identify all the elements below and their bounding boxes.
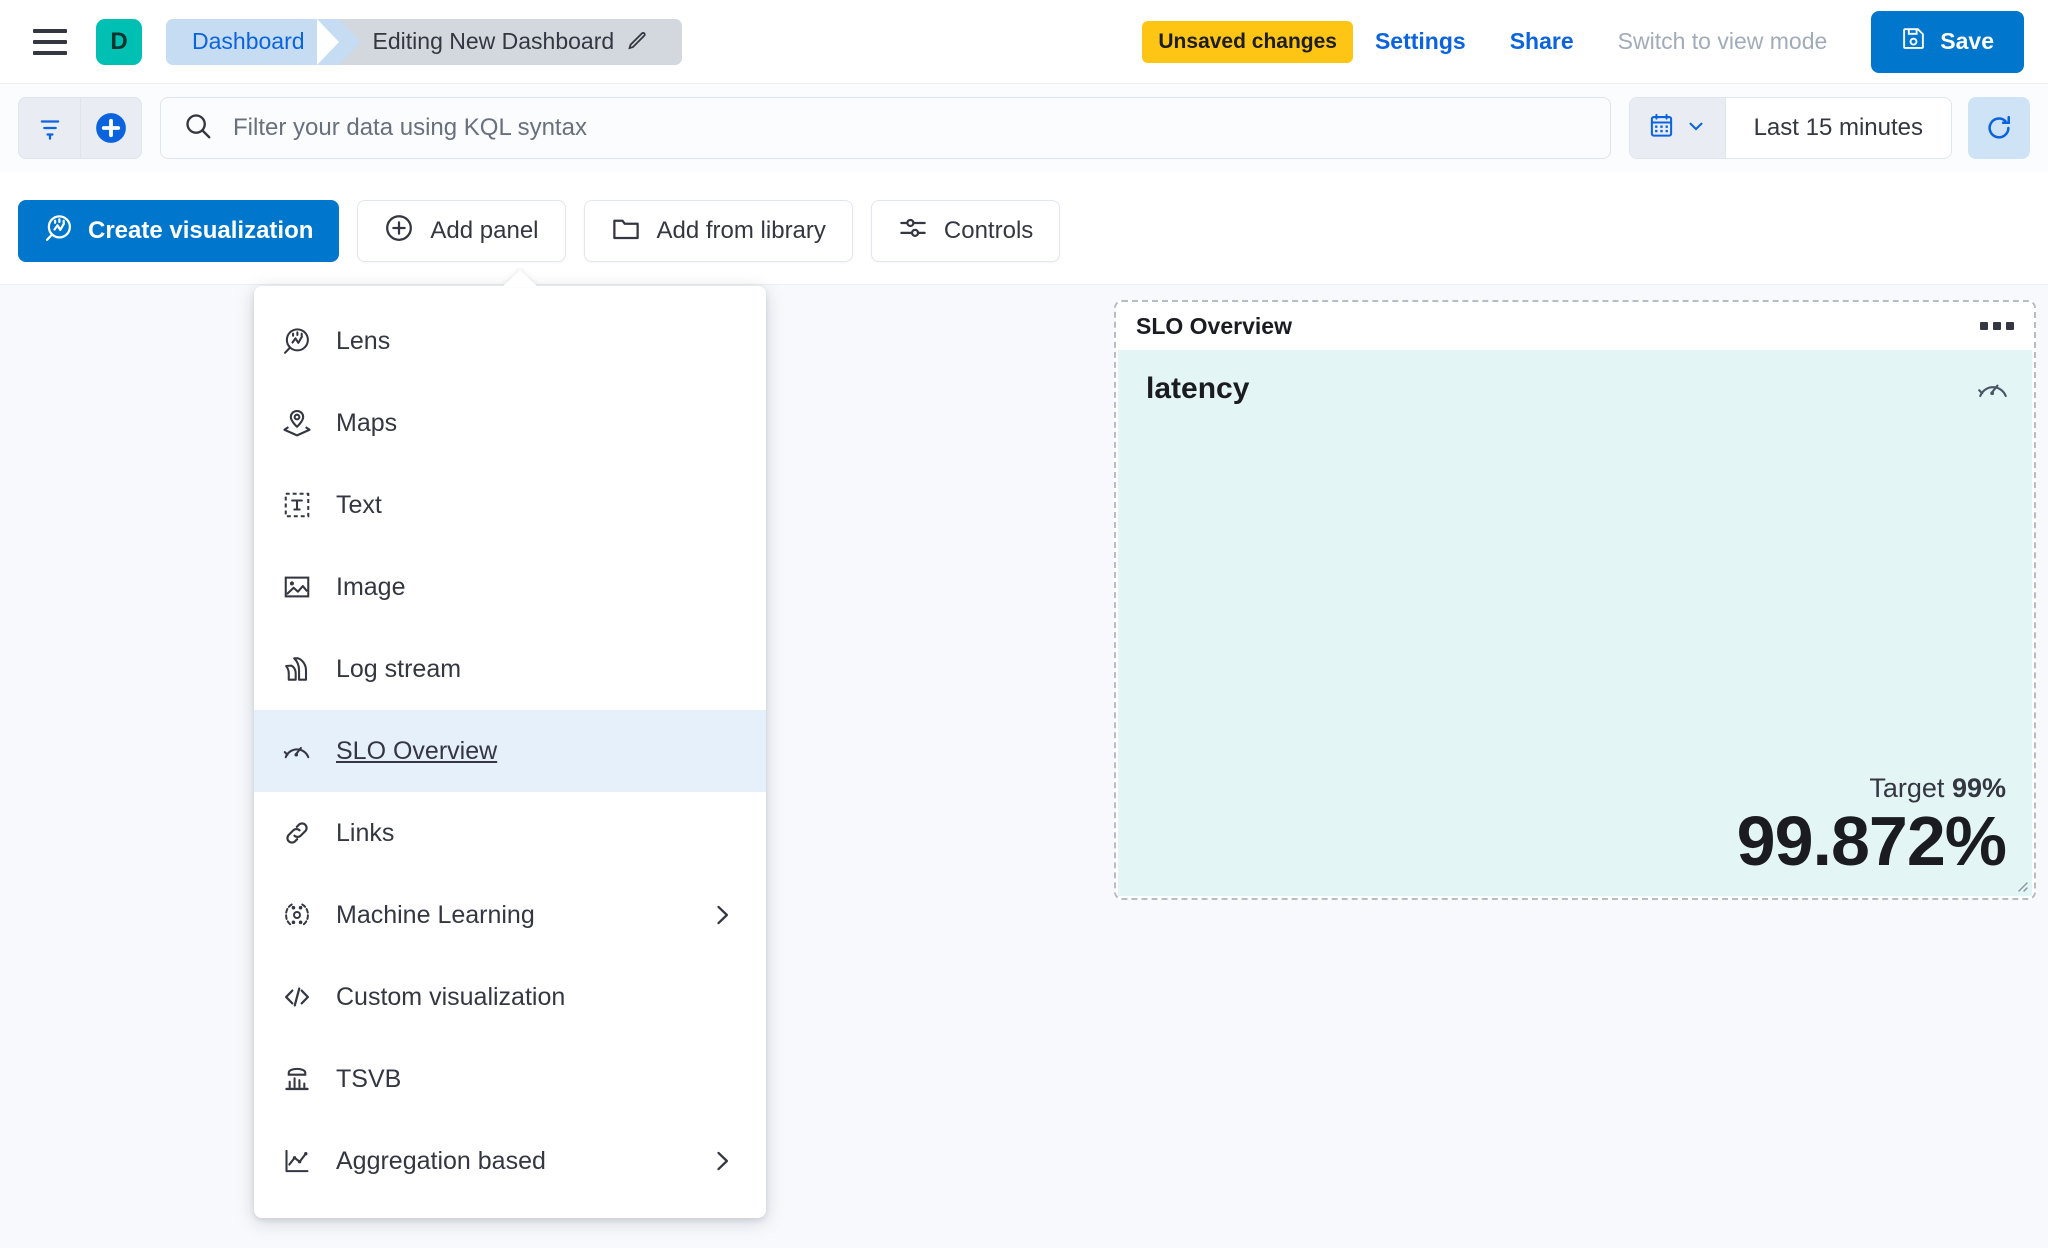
link-chain-icon xyxy=(280,818,314,848)
pencil-icon[interactable] xyxy=(626,31,648,53)
menu-item-lens[interactable]: Lens xyxy=(254,300,766,382)
folder-icon xyxy=(611,213,641,250)
chevron-right-icon xyxy=(708,901,736,929)
menu-item-label: Text xyxy=(336,490,382,519)
save-disk-icon xyxy=(1901,26,1926,57)
menu-item-slo-overview[interactable]: SLO Overview xyxy=(254,710,766,792)
controls-label: Controls xyxy=(943,217,1034,244)
slo-metric-body: latency Target 99% 99.872% xyxy=(1118,350,2032,896)
gauge-icon xyxy=(280,736,314,766)
breadcrumb-dashboard[interactable]: Dashboard xyxy=(166,18,361,65)
search-input[interactable]: Filter your data using KQL syntax xyxy=(160,97,1611,159)
panel-title: SLO Overview xyxy=(1136,312,1292,339)
settings-link[interactable]: Settings xyxy=(1374,28,1466,54)
menu-item-label: Log stream xyxy=(336,654,462,683)
date-quick-select-button[interactable] xyxy=(1629,98,1726,158)
popover-arrow xyxy=(502,270,538,287)
chevron-down-icon xyxy=(1685,115,1707,142)
lens-icon xyxy=(280,326,314,356)
breadcrumb-current-label: Editing New Dashboard xyxy=(372,28,615,54)
log-stream-icon xyxy=(280,654,314,684)
add-from-library-button[interactable]: Add from library xyxy=(583,200,853,262)
menu-item-label: SLO Overview xyxy=(336,736,498,765)
gauge-icon xyxy=(1976,372,2010,411)
calendar-icon xyxy=(1648,112,1675,144)
slo-overview-panel[interactable]: SLO Overview latency Target xyxy=(1114,300,2036,900)
menu-item-label: Lens xyxy=(336,326,391,355)
add-panel-button[interactable]: Add panel xyxy=(357,200,566,262)
menu-item-image[interactable]: Image xyxy=(254,546,766,628)
menu-item-maps[interactable]: Maps xyxy=(254,382,766,464)
status-badge-unsaved: Unsaved changes xyxy=(1142,20,1353,63)
menu-item-label: Links xyxy=(336,818,395,847)
aggregation-line-chart-icon xyxy=(280,1146,314,1176)
save-button-label: Save xyxy=(1940,28,1994,54)
breadcrumb-current[interactable]: Editing New Dashboard xyxy=(316,18,683,65)
maps-pin-layers-icon xyxy=(280,408,314,438)
hamburger-bar xyxy=(33,39,67,44)
tsvb-chart-icon xyxy=(280,1064,314,1094)
menu-item-label: Machine Learning xyxy=(336,900,535,929)
slo-target-label: Target xyxy=(1869,773,1945,804)
time-range-value[interactable]: Last 15 minutes xyxy=(1753,114,1923,141)
menu-item-log-stream[interactable]: Log stream xyxy=(254,628,766,710)
menu-item-label: TSVB xyxy=(336,1064,402,1093)
menu-item-label: Image xyxy=(336,572,406,601)
dot xyxy=(1980,322,1988,330)
dot xyxy=(1993,322,2001,330)
menu-item-links[interactable]: Links xyxy=(254,792,766,874)
lens-icon xyxy=(44,213,74,250)
space-avatar[interactable]: D xyxy=(96,18,142,65)
controls-sliders-icon xyxy=(898,213,928,250)
create-visualization-label: Create visualization xyxy=(88,217,314,244)
machine-learning-icon xyxy=(280,900,314,930)
editor-toolbar: Create visualization Add panel Add from … xyxy=(0,198,2048,264)
create-visualization-button[interactable]: Create visualization xyxy=(18,200,340,262)
panel-options-dots-icon[interactable] xyxy=(1980,322,2014,330)
hamburger-bar xyxy=(33,50,67,55)
slo-metric-name: latency xyxy=(1146,372,1250,405)
add-panel-label: Add panel xyxy=(430,217,539,244)
switch-to-view-mode-link[interactable]: Switch to view mode xyxy=(1617,28,1828,54)
query-bar: Filter your data using KQL syntax xyxy=(0,84,2048,172)
menu-item-label: Aggregation based xyxy=(336,1146,546,1175)
global-header: D Dashboard Editing New Dashboard Unsave… xyxy=(0,0,2048,84)
slo-target: Target 99% xyxy=(1737,773,2006,804)
menu-item-label: Custom visualization xyxy=(336,982,566,1011)
refresh-button[interactable] xyxy=(1968,97,2030,159)
controls-button[interactable]: Controls xyxy=(870,200,1061,262)
menu-item-aggregation-based[interactable]: Aggregation based xyxy=(254,1120,766,1202)
time-picker: Last 15 minutes xyxy=(1628,97,1952,159)
filter-icon[interactable] xyxy=(18,97,80,159)
panel-resize-handle[interactable] xyxy=(2013,877,2029,893)
image-icon xyxy=(280,572,314,602)
text-box-icon xyxy=(280,490,314,520)
search-icon xyxy=(183,111,213,146)
slo-footer: Target 99% 99.872% xyxy=(1736,773,2007,881)
menu-item-tsvb[interactable]: TSVB xyxy=(254,1038,766,1120)
code-brackets-icon xyxy=(280,982,314,1012)
panel-header: SLO Overview xyxy=(1116,302,2034,350)
plus-circle-icon xyxy=(384,213,414,250)
filter-group xyxy=(18,97,142,159)
add-panel-menu: Lens Maps Text xyxy=(254,270,766,1218)
menu-item-machine-learning[interactable]: Machine Learning xyxy=(254,874,766,956)
add-filter-button[interactable] xyxy=(80,97,142,159)
breadcrumb: Dashboard Editing New Dashboard xyxy=(166,18,683,65)
menu-item-custom-visualization[interactable]: Custom visualization xyxy=(254,956,766,1038)
share-link[interactable]: Share xyxy=(1509,28,1574,54)
menu-item-text[interactable]: Text xyxy=(254,464,766,546)
add-from-library-label: Add from library xyxy=(656,217,826,244)
slo-target-value: 99% xyxy=(1951,773,2006,804)
search-input-placeholder: Filter your data using KQL syntax xyxy=(233,114,587,141)
hamburger-menu-icon[interactable] xyxy=(28,20,72,64)
dot xyxy=(2006,322,2014,330)
slo-sli-value: 99.872% xyxy=(1736,802,2007,881)
save-button[interactable]: Save xyxy=(1871,10,2024,73)
header-actions: Unsaved changes Settings Share Switch to… xyxy=(1142,10,2024,73)
hamburger-bar xyxy=(33,28,67,33)
chevron-right-icon xyxy=(708,1147,736,1175)
menu-item-label: Maps xyxy=(336,408,398,437)
